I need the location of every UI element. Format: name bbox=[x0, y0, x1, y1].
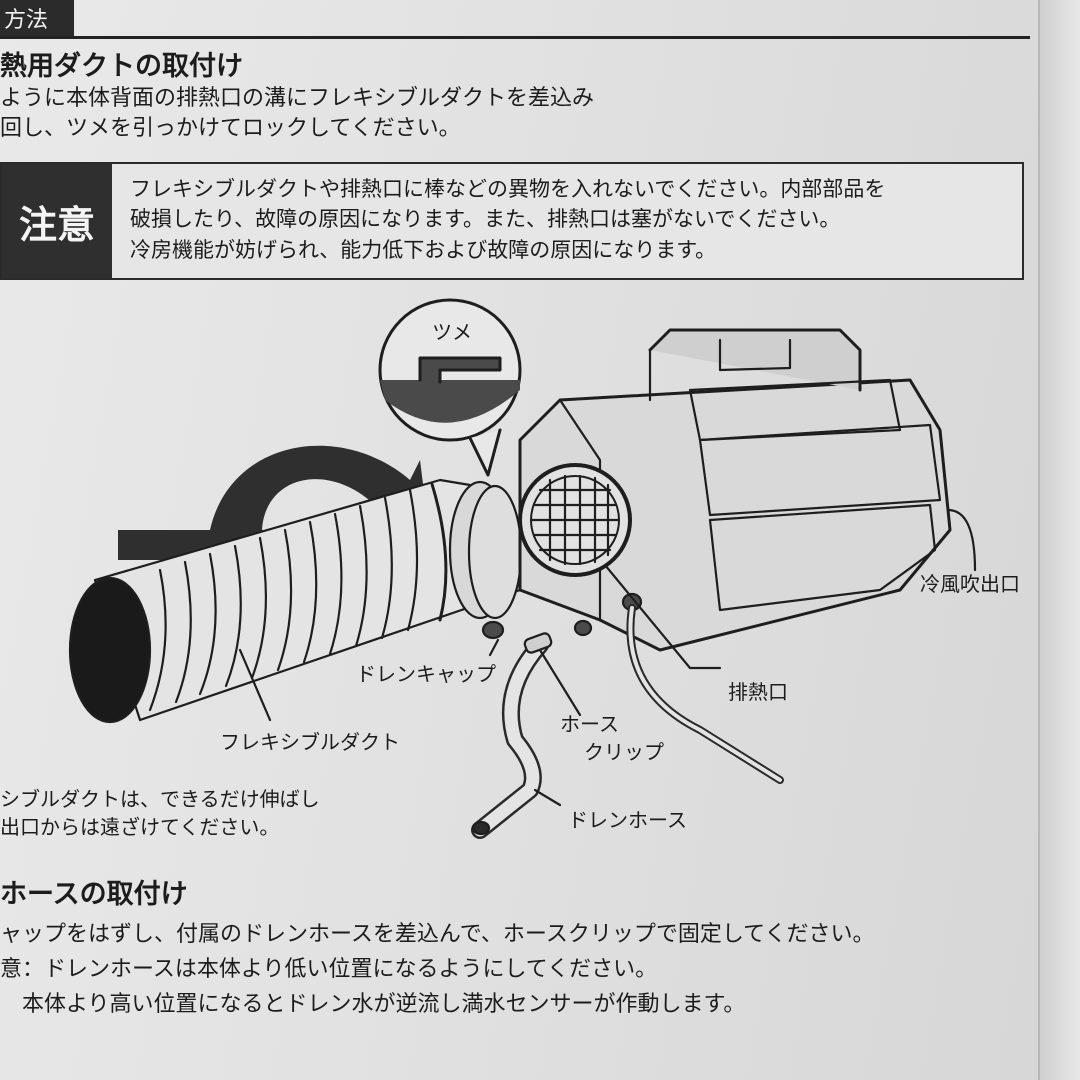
caution-line-3: 冷房機能が妨げられ、能力低下および故障の原因になります。 bbox=[130, 237, 717, 262]
note-line-2: 出口からは遠ざけてください。 bbox=[0, 815, 280, 839]
drain-cap-label: ドレンキャップ bbox=[356, 662, 496, 686]
tsume-detail-bubble bbox=[378, 298, 522, 477]
flex-duct-label: フレキシブルダクト bbox=[220, 730, 400, 754]
section-header-bar: 方法 bbox=[0, 0, 1030, 39]
section1-line-2: 回し、ツメを引っかけてロックしてください。 bbox=[0, 116, 461, 141]
tsume-label: ツメ bbox=[432, 320, 472, 344]
drain-cap bbox=[481, 620, 505, 640]
section2-line-2: 意：ドレンホースは本体より低い位置になるようにしてください。 bbox=[0, 957, 658, 982]
page-edge bbox=[1038, 0, 1080, 1080]
caution-text: フレキシブルダクトや排熱口に棒などの異物を入れないでください。内部部品を 破損し… bbox=[130, 174, 885, 265]
caution-line-1: フレキシブルダクトや排熱口に棒などの異物を入れないでください。内部部品を bbox=[130, 177, 886, 201]
rotate-arrow-icon bbox=[118, 445, 430, 560]
section2-line-3: 本体より高い位置になるとドレン水が逆流し満水センサーが作動します。 bbox=[0, 992, 746, 1017]
section1-heading: 熱用ダクトの取付け bbox=[0, 51, 243, 82]
caution-label: 注意 bbox=[2, 164, 112, 278]
section2-line-1: ャップをはずし、付属のドレンホースを差込んで、ホースクリップで固定してください。 bbox=[0, 922, 875, 947]
note-line-1: シブルダクトは、できるだけ伸ばし bbox=[0, 787, 320, 811]
section1-line-1: ように本体背面の排熱口の溝にフレキシブルダクトを差込み bbox=[0, 86, 595, 111]
air-conditioner-illustration bbox=[68, 298, 977, 839]
hose-clip-label-1: ホース bbox=[560, 712, 619, 736]
hose-clip-label-2: クリップ bbox=[584, 740, 664, 764]
caution-line-2: 破損したり、故障の原因になります。また、排熱口は塞がないでください。 bbox=[130, 207, 841, 232]
flexible-duct bbox=[68, 478, 523, 724]
exhaust-port-label: 排熱口 bbox=[728, 680, 788, 704]
cold-air-outlet-label: 冷風吹出口 bbox=[920, 572, 1020, 596]
drain-hose bbox=[471, 632, 553, 839]
caution-box: 注意 フレキシブルダクトや排熱口に棒などの異物を入れないでください。内部部品を … bbox=[0, 162, 1024, 280]
drain-hose-label: ドレンホース bbox=[568, 808, 687, 832]
section2-heading: ホースの取付け bbox=[0, 879, 188, 910]
section-tab-label: 方法 bbox=[0, 0, 74, 36]
exhaust-port-grille bbox=[518, 463, 632, 577]
